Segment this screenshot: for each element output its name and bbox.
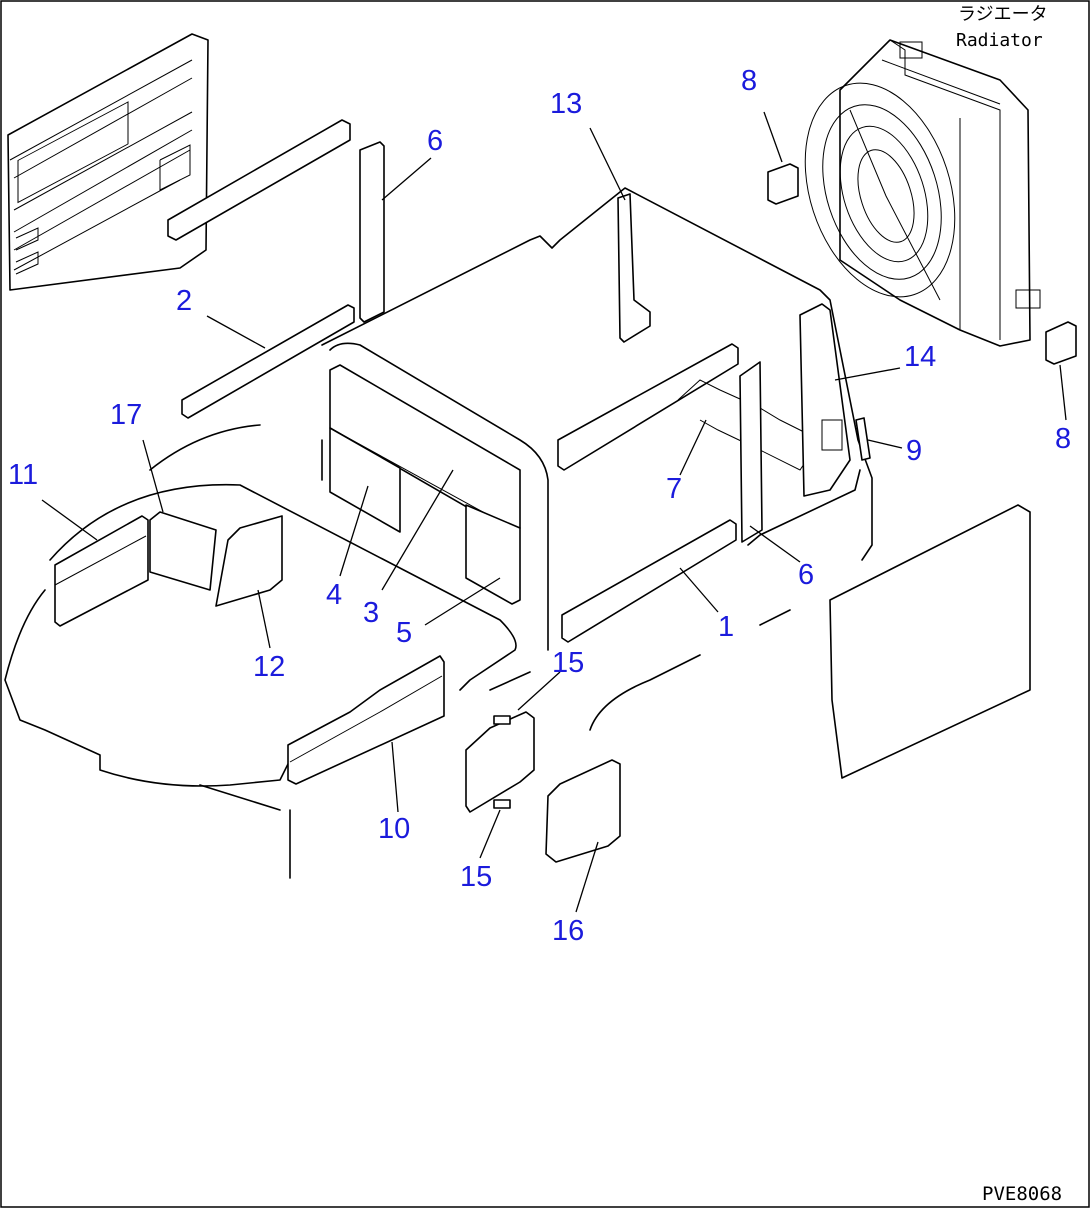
- part-7-strips: [557, 343, 821, 643]
- callout-9: 9: [906, 435, 922, 467]
- radiator-assembly: [804, 39, 1041, 347]
- callout-4: 4: [326, 579, 342, 611]
- right-large-panel: [829, 504, 1031, 779]
- part-6-vertical-strip: [359, 141, 385, 323]
- callout-13: 13: [550, 88, 582, 120]
- callout-5: 5: [396, 617, 412, 649]
- part-8-blocks: [767, 163, 1077, 365]
- parts-3-4-5-insulation: [329, 364, 521, 605]
- part-14-side-panel: [799, 303, 851, 497]
- radiator-caption-english: Radiator: [956, 30, 1043, 51]
- part-2-strip: [167, 119, 355, 419]
- callout-15-bottom: 15: [460, 861, 492, 893]
- callout-11: 11: [8, 459, 38, 491]
- callout-2: 2: [176, 285, 192, 317]
- part-9-piece: [855, 417, 871, 461]
- callout-15-top: 15: [552, 647, 584, 679]
- radiator-caption-japanese: ラジエータ: [958, 4, 1048, 25]
- callout-1: 1: [718, 611, 734, 643]
- parts-15-16-pads: [465, 711, 621, 863]
- callout-8-top: 8: [741, 65, 757, 97]
- leader-lines: [41, 111, 1067, 913]
- callout-6-right: 6: [798, 559, 814, 591]
- callout-17: 17: [110, 399, 142, 431]
- callout-3: 3: [363, 597, 379, 629]
- parts-11-17-12-panels: [54, 511, 283, 627]
- part-10-strip: [287, 655, 445, 785]
- callout-16: 16: [552, 915, 584, 947]
- callout-6-top: 6: [427, 125, 443, 157]
- part-13-bracket: [617, 193, 651, 343]
- callout-10: 10: [378, 813, 410, 845]
- callout-12: 12: [253, 651, 285, 683]
- back-wall-panel: [7, 33, 209, 291]
- callout-8-right: 8: [1055, 423, 1071, 455]
- callout-14: 14: [904, 341, 936, 373]
- drawing-code: PVE8068: [982, 1183, 1062, 1205]
- cab-body-outline: [321, 187, 873, 651]
- floor-outline: [4, 424, 791, 879]
- callout-7: 7: [666, 473, 682, 505]
